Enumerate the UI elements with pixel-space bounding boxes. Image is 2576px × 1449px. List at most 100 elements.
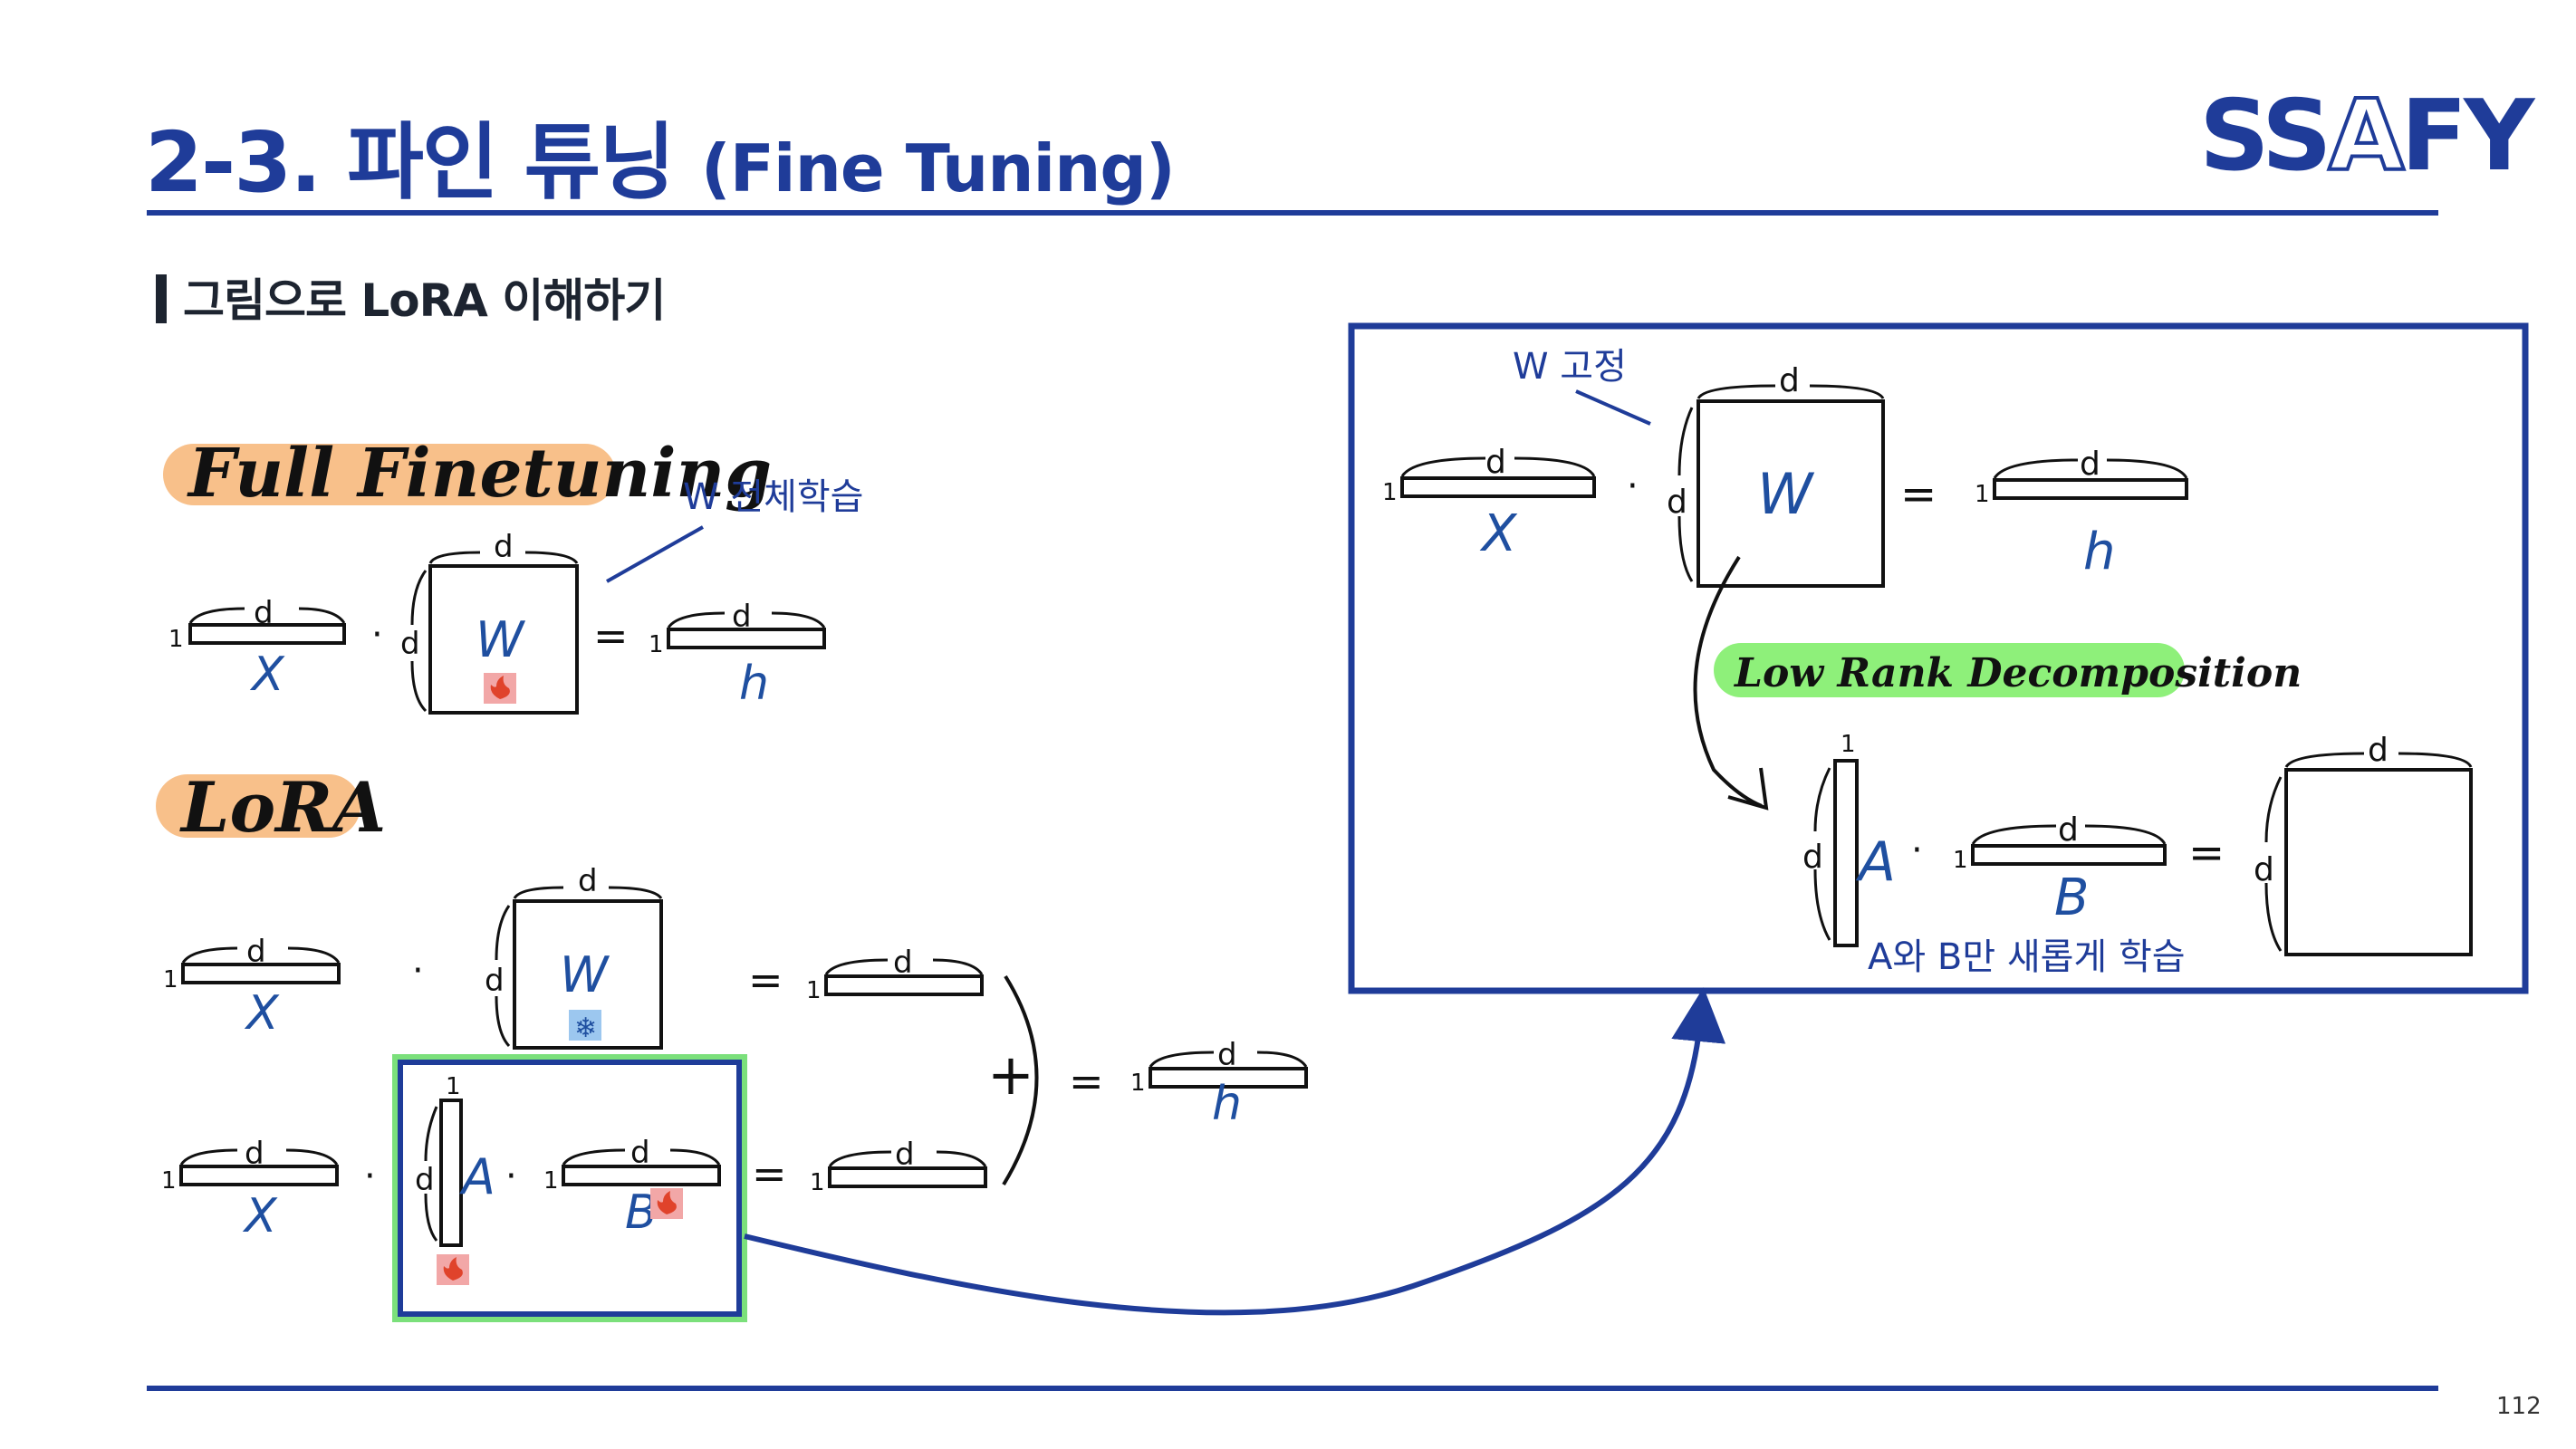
lora-ab-box-outer	[392, 1054, 747, 1322]
svg-text:d: d	[246, 934, 266, 970]
detail-b-matrix: d 1 B	[1953, 811, 2167, 927]
svg-text:X: X	[249, 648, 285, 702]
full-w-matrix: d d W	[400, 529, 579, 715]
lora-x-vector-top: d 1 X	[163, 934, 341, 1041]
svg-text:d: d	[2368, 732, 2389, 769]
footer-divider	[147, 1386, 2438, 1391]
svg-text:1: 1	[1130, 1070, 1146, 1097]
detail-equals: =	[1900, 469, 1937, 520]
lora-dot-ab: ·	[505, 1156, 517, 1197]
svg-text:A: A	[459, 1148, 495, 1205]
svg-text:h: h	[2083, 523, 2116, 581]
expand-arrow	[744, 987, 1726, 1316]
detail-output-matrix: d d	[2254, 732, 2473, 956]
svg-text:1: 1	[1841, 731, 1856, 758]
svg-text:1: 1	[543, 1167, 559, 1195]
svg-text:1: 1	[1382, 479, 1398, 506]
svg-text:d: d	[1779, 362, 1800, 399]
page-title-paren: (Fine Tuning)	[700, 130, 1176, 206]
svg-text:d: d	[578, 863, 598, 899]
svg-text:1: 1	[806, 977, 822, 1004]
lora-equals-final: =	[1069, 1057, 1104, 1106]
w-fixed-pointer	[1575, 389, 1651, 426]
svg-text:d: d	[630, 1135, 650, 1171]
lora-highlight	[156, 774, 360, 838]
svg-text:d: d	[485, 963, 505, 999]
full-dot: ·	[371, 614, 383, 656]
svg-text:d: d	[893, 945, 913, 981]
svg-text:W: W	[560, 946, 610, 1003]
svg-text:W: W	[476, 611, 526, 668]
svg-text:d: d	[494, 529, 514, 565]
decomposition-arrow	[1693, 555, 1763, 808]
svg-text:d: d	[415, 1162, 435, 1198]
svg-text:h: h	[1212, 1077, 1242, 1131]
snowflake-icon	[569, 1010, 601, 1041]
svg-text:1: 1	[649, 631, 664, 658]
lora-h-vector: d 1 h	[1130, 1037, 1308, 1131]
svg-text:1: 1	[446, 1073, 461, 1100]
w-full-pointer	[606, 525, 704, 583]
svg-text:d: d	[2058, 811, 2079, 849]
w-full-train-label: W 전체학습	[683, 476, 863, 518]
svg-text:d: d	[1485, 444, 1506, 481]
page-title: 2-3. 파인 튜닝 (Fine Tuning)	[145, 95, 1176, 216]
lora-dot-top: ·	[412, 950, 424, 992]
full-finetuning-highlight	[163, 444, 616, 505]
svg-text:d: d	[400, 626, 420, 662]
svg-text:d: d	[245, 1136, 264, 1172]
detail-box	[1348, 322, 2529, 994]
svg-text:A: A	[1855, 830, 1896, 894]
header-divider	[147, 210, 2438, 216]
sum-bracket	[1002, 974, 1039, 1186]
svg-text:d: d	[895, 1137, 915, 1173]
full-equals: =	[593, 611, 629, 660]
svg-text:X: X	[242, 1189, 278, 1243]
lora-dot-bottom: ·	[364, 1156, 376, 1197]
detail-x-vector: d 1 X	[1382, 444, 1596, 563]
svg-text:1: 1	[168, 626, 184, 653]
lora-partial-output-bottom: d 1	[810, 1137, 987, 1196]
section-subtitle: 그림으로 LoRA 이해하기	[156, 264, 666, 330]
svg-text:1: 1	[1953, 847, 1968, 874]
svg-text:X: X	[244, 986, 280, 1041]
full-x-vector: d 1 X	[168, 595, 346, 702]
svg-text:d: d	[2254, 851, 2274, 888]
lora-ab-box[interactable]	[398, 1060, 742, 1317]
detail-h-vector: d 1 h	[1975, 446, 2188, 581]
lora-a-matrix: d 1 A	[415, 1073, 495, 1285]
lora-w-matrix: d d W ❄	[485, 863, 663, 1050]
lora-x-vector-bottom: d 1 X	[161, 1136, 339, 1243]
full-finetuning-label: Full Finetuning	[187, 435, 772, 513]
svg-text:X: X	[1479, 504, 1518, 563]
lora-equals-top: =	[748, 955, 783, 1004]
detail-equals-ab: =	[2188, 828, 2225, 878]
svg-text:1: 1	[1975, 481, 1990, 508]
lora-partial-output-top: d 1	[806, 945, 984, 1004]
low-rank-label: Low Rank Decomposition	[1733, 650, 2302, 696]
ssafy-logo: SSAFY	[2199, 78, 2534, 195]
svg-text:1: 1	[163, 966, 178, 993]
svg-text:d: d	[2080, 446, 2100, 483]
page-number: 112	[2496, 1393, 2542, 1420]
svg-text:h: h	[739, 657, 769, 711]
lora-equals-bottom: =	[752, 1149, 787, 1198]
plus-sign: +	[987, 1041, 1034, 1108]
detail-a-matrix: d 1 A	[1802, 731, 1896, 947]
detail-w-matrix: d d W	[1667, 362, 1885, 588]
svg-text:d: d	[254, 595, 274, 631]
page-title-main: 2-3. 파인 튜닝	[145, 114, 676, 211]
svg-text:d: d	[1667, 484, 1687, 521]
svg-text:d: d	[1802, 839, 1823, 876]
svg-text:1: 1	[161, 1167, 177, 1195]
svg-text:d: d	[732, 599, 752, 635]
subtitle-bar	[156, 274, 167, 323]
svg-text:❄: ❄	[574, 1012, 597, 1044]
svg-text:W: W	[1757, 461, 1815, 527]
svg-text:d: d	[1217, 1037, 1237, 1073]
detail-dot: ·	[1627, 465, 1639, 507]
low-rank-highlight	[1714, 643, 2185, 697]
lora-b-matrix: d 1 B	[543, 1135, 721, 1240]
ab-train-label: A와 B만 새롭게 학습	[1868, 936, 2186, 978]
